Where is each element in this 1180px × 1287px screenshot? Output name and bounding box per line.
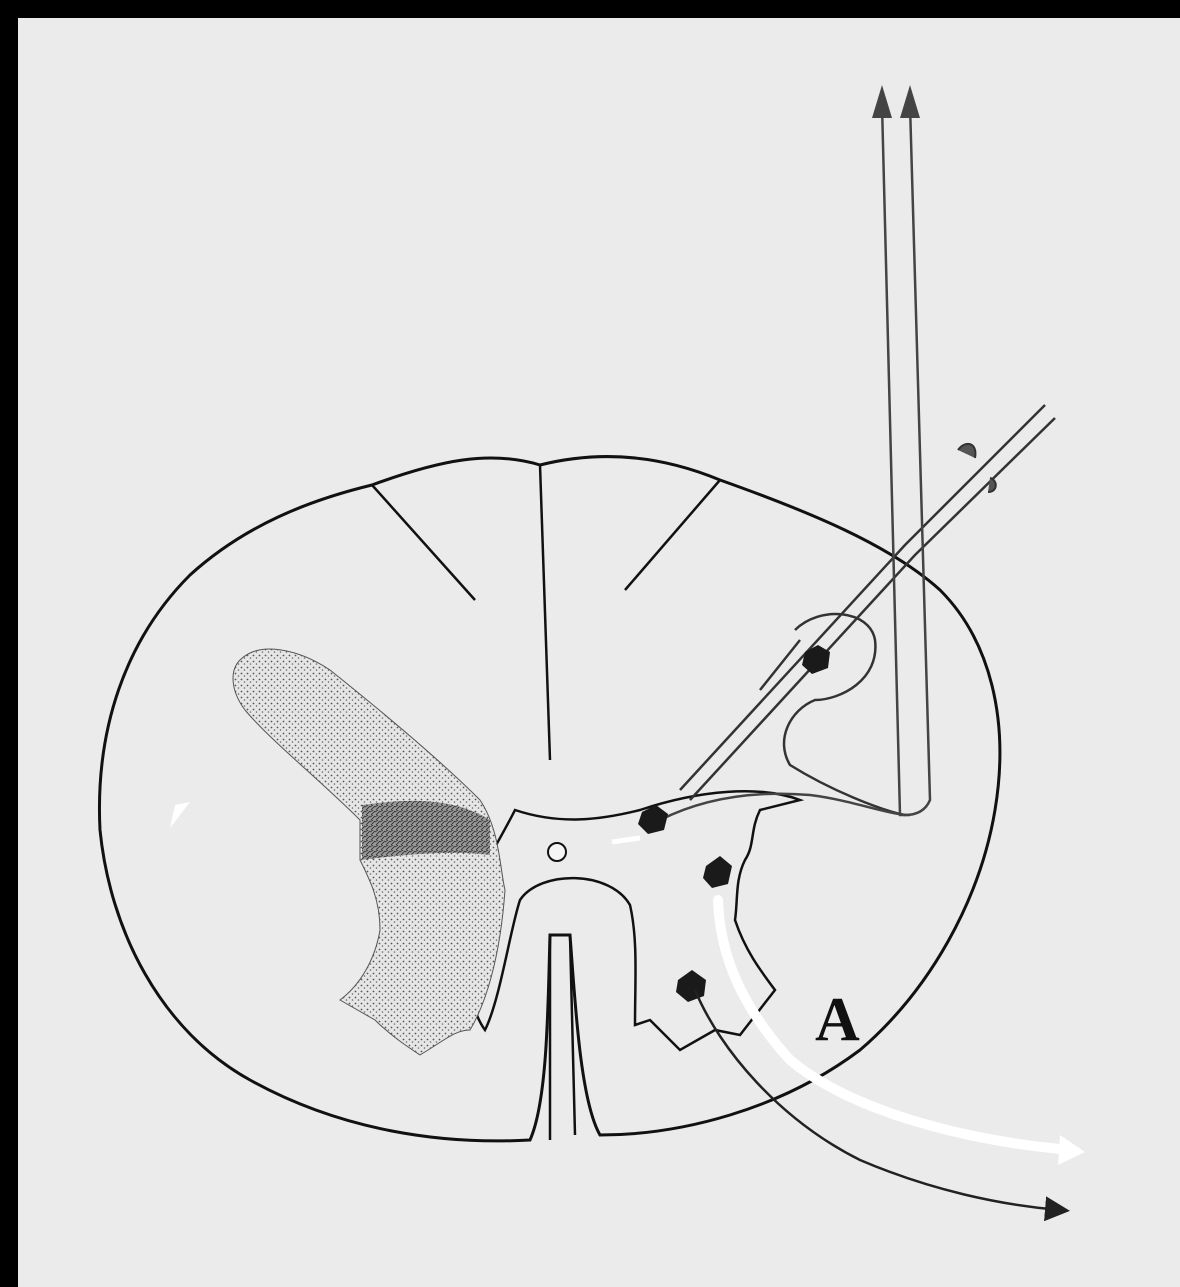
white-mark-canal [612, 838, 640, 842]
right-dorsal-septum [625, 480, 720, 590]
motor-neuron [676, 970, 706, 1002]
ventral-median-fissure [550, 935, 575, 1140]
ascending-arrow-left-icon [872, 85, 892, 118]
commissural-fiber [660, 794, 905, 820]
white-mark-left [170, 802, 190, 828]
central-canal [548, 843, 566, 861]
dorsal-root-fiber-outer [680, 405, 1045, 790]
left-dorsal-septum [372, 485, 475, 600]
ganglion-bump-lower [988, 478, 996, 492]
panel-label: A [815, 986, 860, 1054]
ascending-arrow-right-icon [900, 85, 920, 118]
ventral-neuron-upper [703, 856, 732, 888]
dorsal-horn-neuron [802, 645, 830, 674]
highlighted-pathway [718, 900, 1070, 1150]
highlighted-pathway-tip-icon [1058, 1135, 1085, 1165]
ascending-tract-right [905, 105, 930, 815]
ganglion-bump-upper [958, 444, 975, 458]
ascending-tract-left [882, 105, 910, 815]
dorsal-median-septum [540, 465, 550, 760]
dorsal-horn-loop [784, 614, 905, 815]
